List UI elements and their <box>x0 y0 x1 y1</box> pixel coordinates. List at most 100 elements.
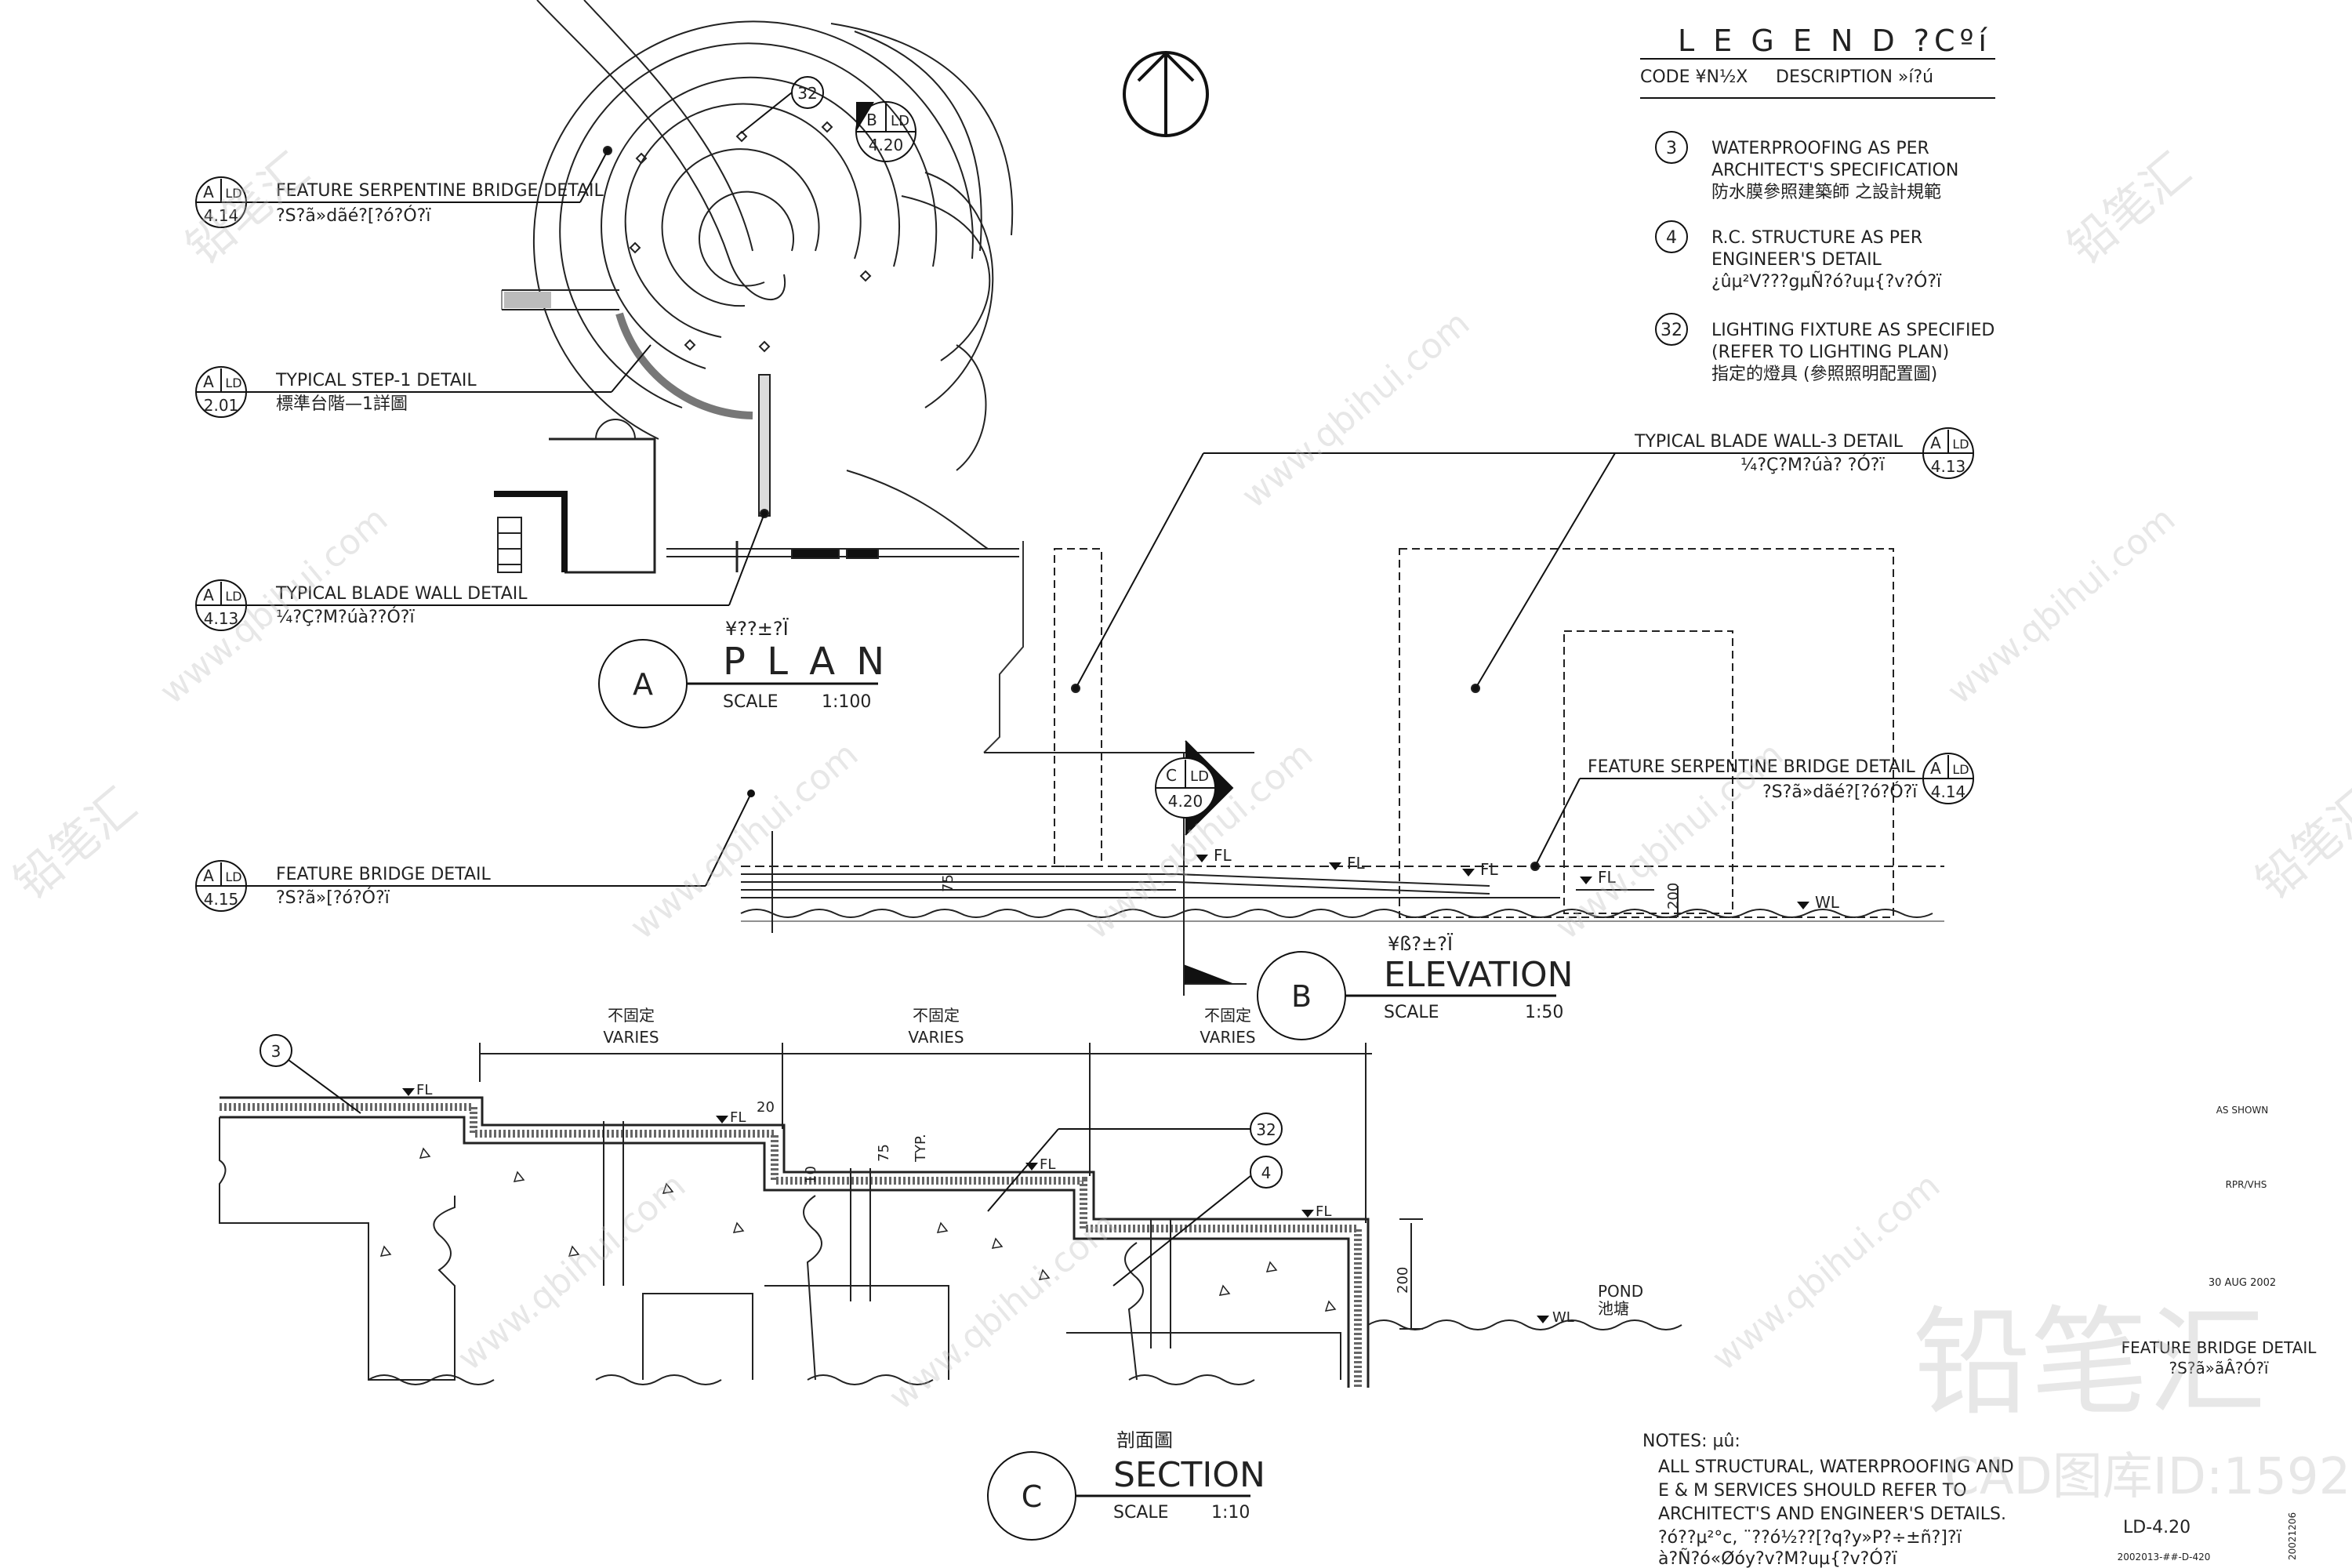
svg-text:LD: LD <box>225 589 241 604</box>
svg-text:32: 32 <box>1256 1120 1276 1139</box>
notes-title: NOTES: µû: <box>1642 1432 1740 1451</box>
watermark-logo: 铅笔汇 <box>1913 1295 2266 1432</box>
svg-text:4.15: 4.15 <box>204 890 239 909</box>
legend-item-4-line2: ENGINEER'S DETAIL <box>1711 250 1882 270</box>
elevation-title: B ¥ß?±?Ï ELEVATION SCALE 1:50 <box>1257 932 1573 1040</box>
svg-text:FEATURE SERPENTINE BRIDGE DETA: FEATURE SERPENTINE BRIDGE DETAIL <box>276 181 604 201</box>
svg-text:A: A <box>203 866 214 885</box>
section-drawing <box>219 1043 1682 1388</box>
plan-drawing <box>494 0 1019 574</box>
svg-text:A: A <box>203 372 214 391</box>
svg-text:4.14: 4.14 <box>1931 782 1966 801</box>
svg-text:C: C <box>1166 766 1177 785</box>
titleblock-sheet-title-sub: ?S?ã»ãÂ?Ó?ï <box>2169 1359 2269 1377</box>
svg-text:LD: LD <box>225 376 241 390</box>
svg-text:¼?Ç?M?úà? ?Ó?ï: ¼?Ç?M?úà? ?Ó?ï <box>1740 455 1885 475</box>
titleblock-file-no: 2002013-##-D-420 <box>2118 1552 2211 1563</box>
svg-text:LD: LD <box>1952 437 1969 452</box>
legend-title: L E G E N D ?Cºí <box>1678 24 1991 58</box>
svg-text:20: 20 <box>757 1099 775 1116</box>
svg-text:SCALE: SCALE <box>1384 1003 1439 1022</box>
watermark-logo-small: 铅笔汇 <box>2058 143 2201 275</box>
section-tag-4: 4 <box>1112 1156 1283 1287</box>
legend-code-32: 32 <box>1661 321 1682 340</box>
elevation-title-text: ELEVATION <box>1384 955 1573 995</box>
svg-text:200: 200 <box>1665 883 1682 909</box>
notes-block: NOTES: µû: ALL STRUCTURAL, WATERPROOFING… <box>1642 1432 2014 1568</box>
svg-text:FL: FL <box>730 1109 746 1126</box>
watermark-layer: 铅笔汇 CAD图库ID:15921 www.qbihui.com www.qbi… <box>4 143 2352 1506</box>
legend-item-4-line1: R.C. STRUCTURE AS PER <box>1711 228 1922 248</box>
plan-tag-32: 32 <box>740 76 824 134</box>
callout-serpentine-plan: A LD 4.14 FEATURE SERPENTINE BRIDGE DETA… <box>195 150 608 228</box>
plan-letter: A <box>633 667 653 702</box>
legend-code-header: CODE ¥N½X <box>1640 67 1748 87</box>
svg-text:?S?ã»dãé?[?ó?Ó?ï: ?S?ã»dãé?[?ó?Ó?ï <box>276 205 431 226</box>
svg-text:TYP.: TYP. <box>913 1134 929 1163</box>
svg-text:A: A <box>203 586 214 604</box>
svg-text:VARIES: VARIES <box>603 1028 659 1047</box>
title-block: AS SHOWN RPR/VHS 30 AUG 2002 FEATURE BRI… <box>2118 1105 2318 1563</box>
svg-text:LD: LD <box>891 113 909 129</box>
plan-title: A ¥??±?Ï P L A N SCALE 1:100 <box>598 617 884 728</box>
svg-text:TYPICAL STEP-1 DETAIL: TYPICAL STEP-1 DETAIL <box>275 371 477 390</box>
svg-text:A: A <box>1930 434 1941 452</box>
svg-text:¥ß?±?Ï: ¥ß?±?Ï <box>1388 932 1454 955</box>
svg-text:FL: FL <box>1316 1203 1331 1220</box>
svg-text:標準台階—1詳圖: 標準台階—1詳圖 <box>276 394 408 414</box>
svg-text:75: 75 <box>940 874 956 892</box>
legend-item-4-line3: ¿ûµ²V???gµÑ?ó?uµ{?v?Ó?ï <box>1711 270 1942 292</box>
svg-text:B: B <box>866 111 877 129</box>
section-tag-3: 3 <box>260 1034 361 1114</box>
section-annotations: 不固定 VARIES 不固定 VARIES 不固定 VARIES 20 75 T… <box>402 1006 1643 1326</box>
watermark-url: www.qbihui.com <box>881 1205 1124 1418</box>
svg-text:A: A <box>203 183 214 201</box>
section-title: C 剖面圖 SECTION SCALE 1:10 <box>987 1429 1265 1541</box>
north-arrow-icon <box>1123 51 1209 137</box>
legend-item-32-line2: (REFER TO LIGHTING PLAN) <box>1711 343 1949 362</box>
svg-text:4: 4 <box>1261 1163 1272 1182</box>
svg-text:LD: LD <box>1190 768 1209 785</box>
callout-step: A LD 2.01 TYPICAL STEP-1 DETAIL 標準台階—1詳圖 <box>195 344 652 418</box>
svg-text:TYPICAL BLADE WALL DETAIL: TYPICAL BLADE WALL DETAIL <box>275 584 528 604</box>
watermark-logo-small: 铅笔汇 <box>2246 778 2352 910</box>
svg-text:4.20: 4.20 <box>1168 792 1203 811</box>
callout-blade-wall-3: A LD 4.13 TYPICAL BLADE WALL-3 DETAIL ¼?… <box>1075 427 1974 689</box>
watermark-logo-small: 铅笔汇 <box>4 778 147 910</box>
watermark-url: www.qbihui.com <box>450 1166 693 1379</box>
elevation-levels: FL FL FL FL WL 75 200 <box>940 846 1840 912</box>
legend-item-3-line2: ARCHITECT'S SPECIFICATION <box>1711 161 1958 180</box>
svg-text:WL: WL <box>1815 893 1840 912</box>
svg-text:3: 3 <box>271 1042 281 1061</box>
notes-line-5: à?Ñ?ó«Øóy?v?M?uµ{?v?Ó?ï <box>1658 1548 1897 1568</box>
section-tag-32: 32 <box>987 1112 1283 1212</box>
svg-text:4.13: 4.13 <box>1931 457 1966 476</box>
watermark-url: www.qbihui.com <box>1940 499 2183 713</box>
svg-text:FL: FL <box>1598 868 1617 887</box>
section-letter: C <box>1022 1479 1043 1514</box>
watermark-url: www.qbihui.com <box>1704 1166 1947 1379</box>
svg-text:¼?Ç?M?úà??Ó?ï: ¼?Ç?M?úà??Ó?ï <box>276 607 415 627</box>
svg-text:75: 75 <box>876 1144 892 1162</box>
legend-desc-header: DESCRIPTION »í?ú <box>1776 67 1933 87</box>
legend-code-3: 3 <box>1666 139 1677 158</box>
svg-text:POND: POND <box>1598 1282 1643 1301</box>
svg-text:4.20: 4.20 <box>869 136 904 154</box>
callout-serpentine-elev: A LD 4.14 FEATURE SERPENTINE BRIDGE DETA… <box>1534 753 1974 867</box>
svg-text:FEATURE SERPENTINE BRIDGE DETA: FEATURE SERPENTINE BRIDGE DETAIL <box>1588 757 1916 777</box>
svg-text:TYPICAL BLADE WALL-3 DETAIL: TYPICAL BLADE WALL-3 DETAIL <box>1634 432 1904 452</box>
legend-item-3-line3: 防水膜參照建築師 之設計規範 <box>1711 183 1941 202</box>
titleblock-sheet-no: LD-4.20 <box>2123 1518 2190 1537</box>
svg-text:1:10: 1:10 <box>1211 1503 1250 1523</box>
svg-text:LD: LD <box>225 869 241 884</box>
svg-text:不固定: 不固定 <box>608 1006 655 1025</box>
elevation-drawing <box>740 541 1944 996</box>
svg-text:SCALE: SCALE <box>723 692 779 712</box>
svg-text:4.14: 4.14 <box>204 206 239 225</box>
svg-text:FL: FL <box>1040 1156 1055 1173</box>
titleblock-date: 30 AUG 2002 <box>2209 1277 2276 1289</box>
callout-feature-bridge: A LD 4.15 FEATURE BRIDGE DETAIL ?S?ã»[?ó… <box>195 789 755 912</box>
legend-item-32-line3: 指定的燈具 (參照照明配置圖) <box>1711 365 1937 384</box>
svg-text:4.13: 4.13 <box>204 609 239 628</box>
svg-text:A: A <box>1930 759 1941 778</box>
